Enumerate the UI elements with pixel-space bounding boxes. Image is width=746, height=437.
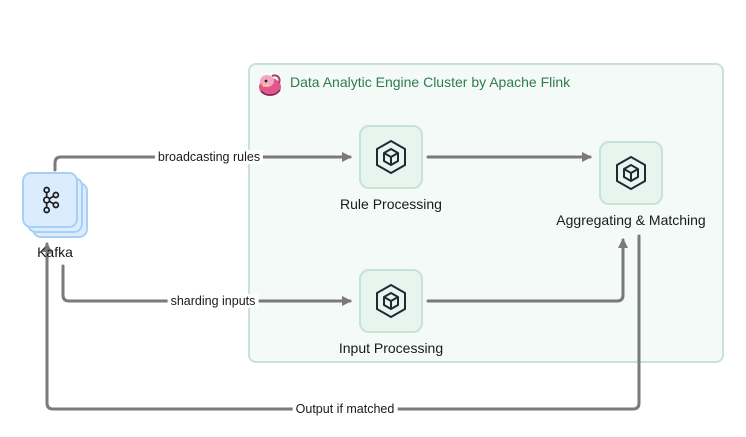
rule-processing-label: Rule Processing (340, 196, 442, 212)
kafka-logo-icon (42, 186, 60, 214)
kafka-node[interactable] (22, 172, 92, 242)
edge-label-output: Output if matched (292, 402, 398, 416)
edge-broadcasting-rules (53, 152, 352, 172)
input-processing-node[interactable] (359, 269, 423, 333)
cube-icon (376, 284, 406, 318)
cluster-title: Data Analytic Engine Cluster by Apache F… (290, 74, 571, 90)
edge-output-if-matched (42, 234, 641, 411)
kafka-label: Kafka (37, 244, 73, 260)
edge-label-broadcasting: broadcasting rules (154, 150, 264, 164)
edge-label-sharding: sharding inputs (167, 294, 259, 308)
edge-sharding-inputs (61, 264, 352, 306)
aggregating-matching-node[interactable] (599, 141, 663, 205)
cube-icon (616, 156, 646, 190)
kafka-card-front (22, 172, 78, 228)
cube-icon (376, 140, 406, 174)
input-processing-label: Input Processing (338, 340, 444, 356)
rule-processing-node[interactable] (359, 125, 423, 189)
apache-flink-icon (257, 72, 283, 98)
edge-input-to-aggregating (426, 238, 628, 303)
aggregating-matching-label: Aggregating & Matching (556, 212, 706, 228)
flink-cluster-boundary (248, 63, 724, 363)
